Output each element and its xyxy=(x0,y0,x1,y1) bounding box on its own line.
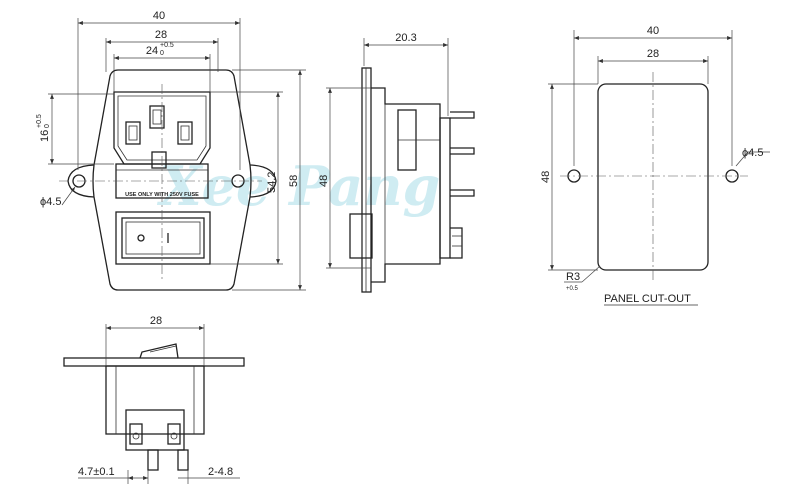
bottom-pin-left xyxy=(147,449,159,471)
front-dim-height-58: 58 xyxy=(288,175,300,187)
rocker-switch-bezel xyxy=(115,211,211,265)
front-dim-height-16: 16 xyxy=(39,130,51,142)
front-dim-hole-dia: ϕ4.5 xyxy=(40,196,61,208)
bottom-dim-width: 28 xyxy=(150,315,162,327)
panel-dim-inner-width: 28 xyxy=(647,48,659,60)
front-dim-width-28: 28 xyxy=(155,29,167,41)
side-dim-depth: 20.3 xyxy=(395,32,416,44)
front-dim-width-24-tol-sub: 0 xyxy=(160,50,164,57)
rocker-switch xyxy=(121,217,205,259)
iec-socket-inner xyxy=(117,95,207,161)
bottom-dim-pin-thickness: 2-4.8 xyxy=(208,466,233,478)
front-dim-height-16-tol-sub: 0 xyxy=(44,124,51,128)
panel-dim-radius: R3 xyxy=(566,271,580,283)
panel-dim-hole-dia: ϕ4.5 xyxy=(742,147,763,159)
bottom-view: 28 4.7±0.1 2-4.8 xyxy=(63,315,245,484)
side-flange xyxy=(361,67,372,293)
bottom-dim-pin-width: 4.7±0.1 xyxy=(78,466,115,478)
panel-dim-outer-width: 40 xyxy=(647,25,659,37)
panel-dim-height: 48 xyxy=(540,171,552,183)
panel-cutout-view: 40 28 48 ϕ4.5 R3 +0.5 PANEL CUT-OUT xyxy=(540,25,770,306)
switch-off-symbol xyxy=(137,234,145,242)
bottom-flange xyxy=(63,357,245,367)
front-view: USE ONLY WITH 250V FUSE 40 28 24 +0.5 0 … xyxy=(36,10,306,291)
side-dim-height: 48 xyxy=(318,175,330,187)
front-dim-width-40: 40 xyxy=(153,10,165,22)
front-dim-height-54-2: 54.2 xyxy=(266,172,278,193)
panel-cutout-title: PANEL CUT-OUT xyxy=(604,293,691,305)
front-dim-width-24-tol-sup: +0.5 xyxy=(160,42,174,49)
side-view: 20.3 48 xyxy=(318,32,475,293)
front-dim-height-16-tol-sup: +0.5 xyxy=(36,114,43,128)
panel-dim-radius-tol: +0.5 xyxy=(566,286,579,292)
bottom-pin-right xyxy=(177,449,189,471)
front-dim-width-24: 24 xyxy=(146,45,158,57)
